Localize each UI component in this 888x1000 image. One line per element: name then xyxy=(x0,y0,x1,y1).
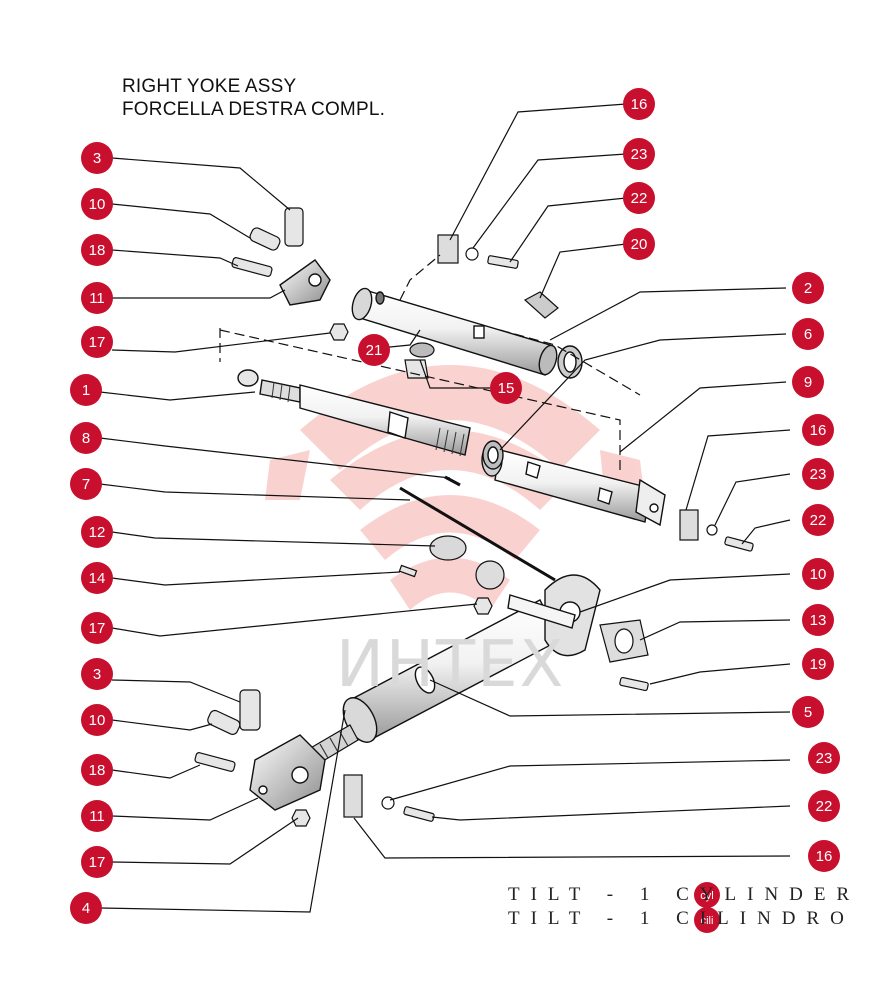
callout-badge: 14 xyxy=(81,562,113,594)
dashed-guides xyxy=(219,254,641,470)
callout-label: 12 xyxy=(89,524,106,541)
callout-label: 22 xyxy=(810,512,827,529)
callout-label: 4 xyxy=(82,900,90,917)
yoke-upper xyxy=(279,259,331,306)
callout-label: 20 xyxy=(631,236,648,253)
callout-badge: 10 xyxy=(802,558,834,590)
piston-rod xyxy=(237,369,471,457)
callout-label: 10 xyxy=(89,196,106,213)
callout-label: 16 xyxy=(631,96,648,113)
callout-label: 3 xyxy=(93,150,101,167)
callout-label: 11 xyxy=(89,808,105,825)
callout-badge: 23 xyxy=(802,458,834,490)
callout-badge: 3 xyxy=(81,658,113,690)
callout-badge: 10 xyxy=(81,188,113,220)
watermark-text: ИНТЕХ xyxy=(336,628,566,702)
footer-badge: cili xyxy=(694,907,720,933)
callout-badge: 16 xyxy=(808,840,840,872)
callout-badge: 2 xyxy=(792,272,824,304)
callout-badge: 22 xyxy=(802,504,834,536)
caption-english: TILT - 1 CYLINDER xyxy=(508,884,861,905)
callout-label: 17 xyxy=(89,854,106,871)
lower-tube-assembly xyxy=(342,574,601,743)
callout-label: 8 xyxy=(82,430,90,447)
callout-badges: 3 10 18 11 17 1 8 7 12 14 17 3 10 18 11 … xyxy=(70,88,840,933)
callout-label: 1 xyxy=(82,382,90,399)
callout-label: 13 xyxy=(810,612,827,629)
footer-badge-label: cili xyxy=(701,915,714,927)
callout-badge: 21 xyxy=(358,334,390,366)
callout-label: 10 xyxy=(810,566,827,583)
callout-label: 21 xyxy=(366,342,383,359)
title-italian: FORCELLA DESTRA COMPL. xyxy=(122,99,386,120)
callout-badge: 10 xyxy=(81,704,113,736)
callout-label: 17 xyxy=(89,334,106,351)
callout-badge: 4 xyxy=(70,892,102,924)
callout-badge: 15 xyxy=(490,372,522,404)
callout-badge: 5 xyxy=(792,696,824,728)
footer-badge: cyl xyxy=(694,882,720,908)
yoke-lower xyxy=(249,734,326,811)
callout-badge: 12 xyxy=(81,516,113,548)
callout-badge: 1 xyxy=(70,374,102,406)
callout-badge: 9 xyxy=(792,366,824,398)
callout-badge: 22 xyxy=(623,182,655,214)
callout-badge: 17 xyxy=(81,612,113,644)
callout-badge: 18 xyxy=(81,234,113,266)
footer-badge-label: cyl xyxy=(700,890,713,902)
callout-label: 18 xyxy=(89,762,106,779)
callout-badge: 23 xyxy=(623,138,655,170)
small-parts xyxy=(194,207,754,827)
callout-label: 16 xyxy=(816,848,833,865)
callout-label: 17 xyxy=(89,620,106,637)
callout-badge: 18 xyxy=(81,754,113,786)
callout-label: 11 xyxy=(89,290,105,307)
callout-badge: 6 xyxy=(792,318,824,350)
callout-badge: 23 xyxy=(808,742,840,774)
callout-label: 19 xyxy=(810,656,827,673)
callout-label: 6 xyxy=(804,326,812,343)
callout-label: 23 xyxy=(816,750,833,767)
callout-badge: 19 xyxy=(802,648,834,680)
callout-badge: 16 xyxy=(623,88,655,120)
callout-badge: 17 xyxy=(81,846,113,878)
callout-label: 22 xyxy=(816,798,833,815)
callout-badge: 11 xyxy=(81,282,113,314)
callout-badge: 13 xyxy=(802,604,834,636)
callout-badge: 17 xyxy=(81,326,113,358)
callout-label: 14 xyxy=(89,570,106,587)
callout-badge: 11 xyxy=(81,800,113,832)
callout-label: 23 xyxy=(810,466,827,483)
cylinder-tube-upper xyxy=(351,287,558,376)
callout-label: 9 xyxy=(804,374,812,391)
callout-label: 16 xyxy=(810,422,827,439)
caption-italian: TILT - 1 CILINDRO xyxy=(508,908,855,929)
callout-label: 23 xyxy=(631,146,648,163)
callout-badge: 16 xyxy=(802,414,834,446)
callout-label: 3 xyxy=(93,666,101,683)
title-english: RIGHT YOKE ASSY xyxy=(122,76,297,97)
callout-label: 10 xyxy=(89,712,106,729)
callout-badge: 20 xyxy=(623,228,655,260)
callout-badge: 7 xyxy=(70,468,102,500)
callout-badge: 8 xyxy=(70,422,102,454)
callout-label: 5 xyxy=(804,704,812,721)
callout-label: 7 xyxy=(82,476,90,493)
callout-label: 18 xyxy=(89,242,106,259)
callout-label: 15 xyxy=(498,380,515,397)
callout-label: 22 xyxy=(631,190,648,207)
callout-badge: 3 xyxy=(81,142,113,174)
leader-lines xyxy=(99,103,791,913)
callout-badge: 22 xyxy=(808,790,840,822)
callout-label: 2 xyxy=(804,280,812,297)
